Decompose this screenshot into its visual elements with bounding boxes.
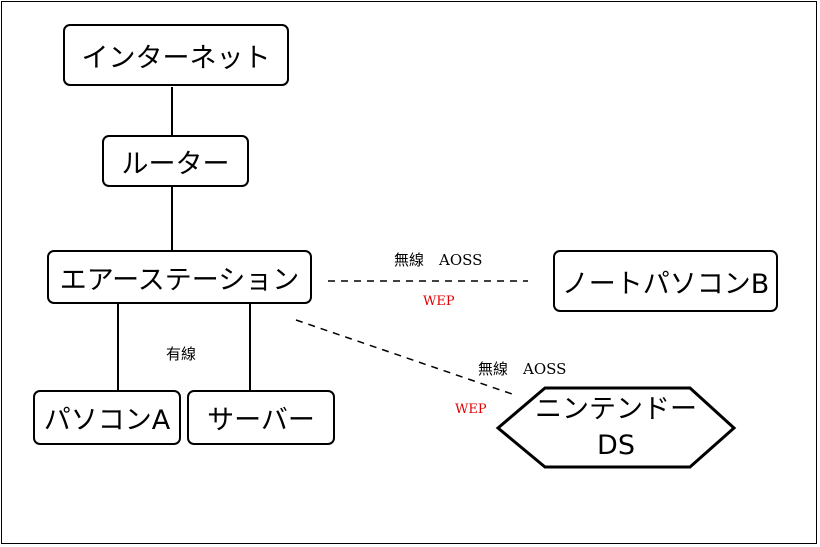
line-airstation-ds xyxy=(295,319,513,395)
internet-node: インターネット xyxy=(63,24,289,86)
wireless-aoss-label-notebook: 無線 AOSS xyxy=(394,251,483,269)
ds-label-line1: ニンテンドー xyxy=(535,394,697,425)
pc-a-node: パソコンA xyxy=(33,390,181,445)
wep-label-notebook: WEP xyxy=(423,294,455,309)
wireless-aoss-label-ds: 無線 AOSS xyxy=(478,360,567,378)
ds-label-line2: DS xyxy=(597,430,635,461)
router-node: ルーター xyxy=(102,135,249,187)
wired-label: 有線 xyxy=(166,345,197,363)
ds-node: ニンテンドー DS xyxy=(498,388,734,468)
wep-label-ds: WEP xyxy=(455,402,487,417)
notebook-b-node: ノートパソコンB xyxy=(553,250,778,312)
server-node: サーバー xyxy=(187,390,335,445)
airstation-node: エアーステーション xyxy=(47,250,312,304)
ds-hexagon xyxy=(495,386,737,469)
